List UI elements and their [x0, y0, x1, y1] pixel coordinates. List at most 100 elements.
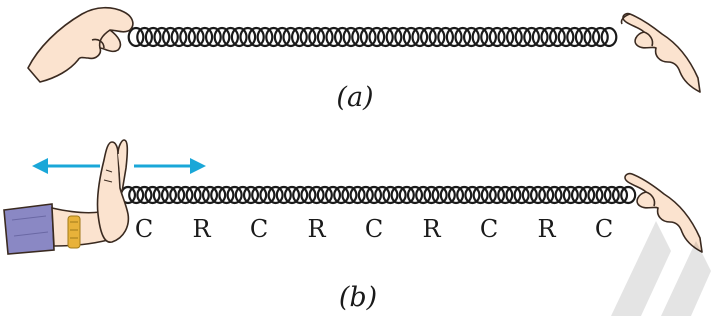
coil-loop: [531, 26, 549, 48]
caption-b: (b): [338, 282, 378, 313]
coil-loop: [488, 26, 506, 48]
coil-loop: [471, 26, 489, 48]
coil-loop: [161, 26, 179, 48]
coil-loop: [595, 185, 612, 205]
coil-loop: [170, 26, 188, 48]
coil-loop: [230, 26, 248, 48]
coil-loop: [333, 185, 350, 205]
coil-loop: [177, 185, 194, 205]
coil-loop: [439, 185, 456, 205]
coil-loop: [445, 26, 463, 48]
coil-loop: [548, 26, 566, 48]
coil-loop: [447, 185, 465, 205]
coil-loop: [136, 185, 153, 205]
coil-loop: [300, 185, 317, 205]
coil-loop: [376, 26, 394, 48]
compression-label: C: [364, 215, 384, 243]
coil-loop: [204, 26, 222, 48]
rarefaction-label: R: [422, 215, 441, 243]
coil-loop: [514, 26, 532, 48]
coil-loop: [611, 185, 629, 205]
coil-loop: [600, 26, 618, 48]
coil-loop: [591, 26, 609, 48]
coil-loop: [587, 185, 604, 205]
arrow-left-icon: [32, 158, 100, 174]
coil-loop: [256, 26, 274, 48]
caption-a: (a): [336, 82, 374, 113]
pushing-arm: [3, 139, 130, 255]
coil-loop: [505, 26, 523, 48]
coil-loop: [462, 26, 480, 48]
coil-loop: [265, 26, 283, 48]
coil-loop: [218, 185, 235, 205]
coil-loop: [299, 26, 317, 48]
coil-loop: [247, 26, 265, 48]
coil-loop: [127, 26, 145, 48]
coil-loop: [222, 26, 240, 48]
arrow-right-icon: [134, 158, 206, 174]
coil-loop: [273, 26, 291, 48]
coil-loop: [153, 26, 171, 48]
coil-loop: [179, 26, 197, 48]
coil-loop: [185, 185, 202, 205]
coil-loop: [497, 26, 515, 48]
coil-loop: [193, 185, 210, 205]
coil-loop: [620, 185, 637, 205]
coil-loop: [144, 26, 162, 48]
coil-loop: [538, 185, 555, 205]
coil-loop: [529, 185, 547, 205]
coil-loop: [308, 26, 326, 48]
coil-loop: [187, 26, 205, 48]
coil-loop: [419, 26, 437, 48]
rarefaction-label: R: [307, 215, 326, 243]
coil-loop: [480, 26, 498, 48]
coil-loop: [437, 26, 455, 48]
coil-loop: [368, 26, 386, 48]
compression-label: C: [249, 215, 269, 243]
coil-loop: [290, 26, 308, 48]
coil-loop: [566, 26, 584, 48]
coil-loop: [523, 26, 541, 48]
coil-loop: [521, 185, 538, 205]
coil-loop: [546, 185, 563, 205]
sleeve: [3, 203, 55, 255]
coil-loop: [292, 185, 309, 205]
coil-loop: [398, 185, 415, 205]
coil-loop: [226, 185, 243, 205]
coil-loop: [454, 26, 472, 48]
coil-loop: [411, 26, 429, 48]
compression-label: C: [479, 215, 499, 243]
coil-loop: [144, 185, 161, 205]
coil-loop: [557, 26, 575, 48]
watermark-icon: [611, 221, 711, 316]
coil-loop: [583, 26, 601, 48]
coil-loop: [152, 185, 169, 205]
coil-loop: [562, 185, 579, 205]
coil-loop: [239, 26, 257, 48]
coil-loop: [402, 26, 420, 48]
coil-loop: [160, 185, 178, 205]
coil-loop: [196, 26, 214, 48]
rarefaction-label: R: [537, 215, 556, 243]
pushing-hand: [96, 141, 130, 243]
compression-label: C: [134, 215, 154, 243]
coil-loop: [201, 185, 219, 205]
coil-loop: [349, 185, 366, 205]
coil-loop: [415, 185, 432, 205]
coil-loop: [428, 26, 446, 48]
coil-loop: [554, 185, 571, 205]
coil-loop: [128, 185, 145, 205]
coil-loop: [359, 26, 377, 48]
coil-loop: [382, 185, 399, 205]
coil-loop: [406, 185, 424, 205]
coil-loop: [456, 185, 473, 205]
coil-loop: [136, 26, 154, 48]
bangle: [67, 215, 81, 249]
coil-loop: [488, 185, 506, 205]
coil-loop: [505, 185, 522, 205]
coil-loop: [540, 26, 558, 48]
coil-loop: [275, 185, 292, 205]
coil-loop: [472, 185, 489, 205]
